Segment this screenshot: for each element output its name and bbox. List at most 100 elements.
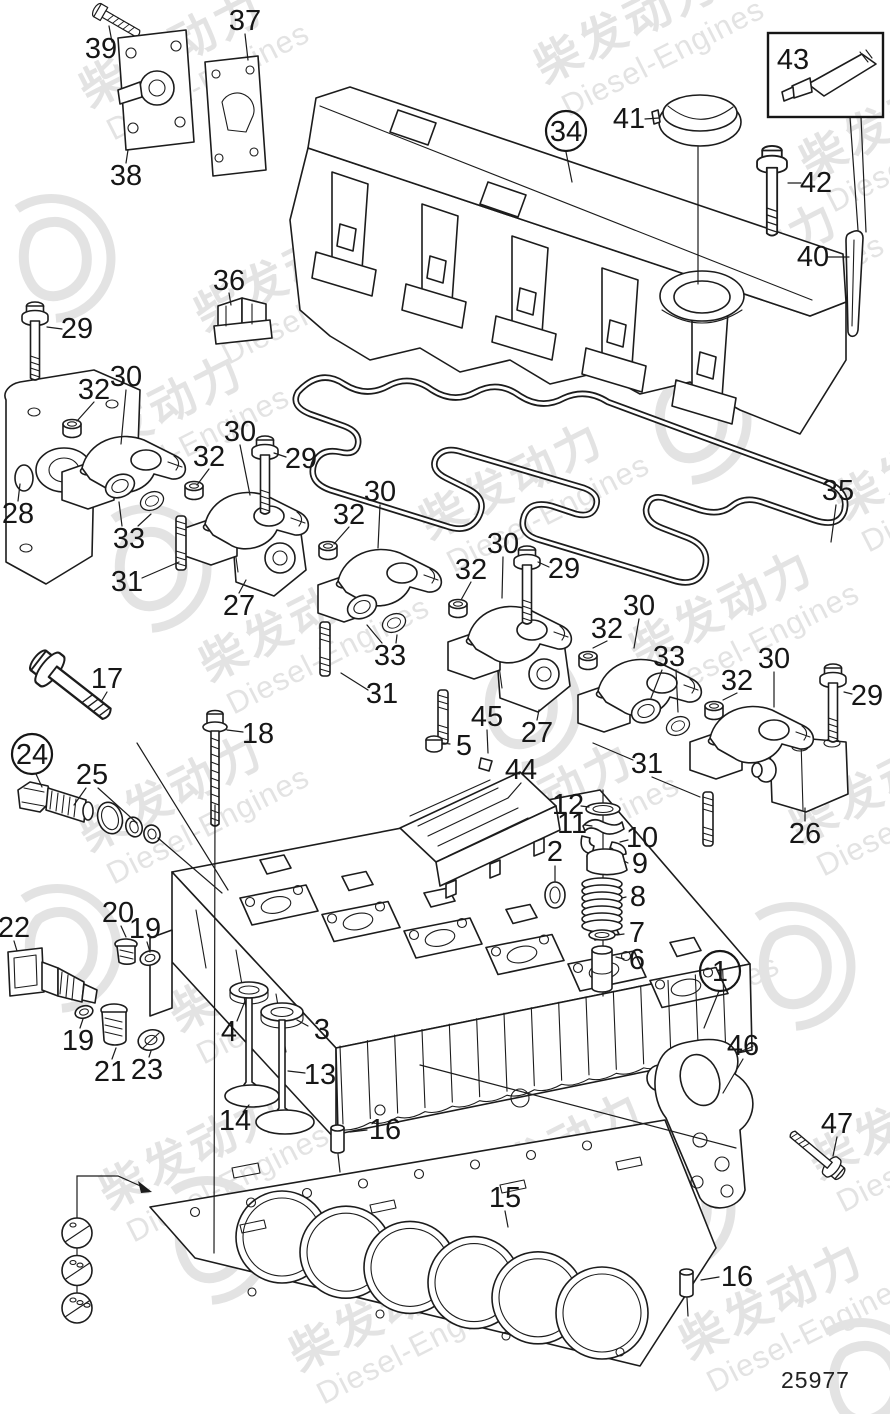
callout-39: 39: [85, 25, 117, 65]
callout-leader: [296, 1019, 309, 1027]
part-adjuster-nut-32: [62, 418, 82, 439]
valve-cover-tower: [401, 203, 467, 329]
callout-16: 16: [700, 1261, 753, 1293]
callout-25: 25: [73, 759, 138, 824]
callout-32: 32: [333, 499, 365, 545]
callout-leader: [118, 501, 123, 527]
callout-number: 19: [129, 913, 161, 945]
thickness-dot: [76, 1300, 84, 1306]
callout-number: 15: [489, 1182, 521, 1214]
part-lock-ring-12: [585, 802, 621, 816]
callout-number: 29: [548, 553, 580, 585]
callout-36: 36: [213, 265, 245, 306]
callout-number: 22: [0, 912, 30, 944]
callout-number: 19: [62, 1025, 94, 1057]
callout-18: 18: [226, 718, 274, 750]
part-washer-11: [582, 818, 625, 835]
callout-32: 32: [591, 613, 623, 649]
watermark-logo-d: [114, 526, 188, 612]
gasket-slot: [369, 1199, 397, 1214]
callout-box: [766, 31, 885, 119]
callout-number: 42: [800, 167, 832, 199]
callout-33: 33: [650, 641, 685, 713]
callout-31: 31: [340, 672, 398, 710]
callout-leader: [830, 504, 837, 543]
callout-number: 4: [221, 1016, 237, 1048]
gasket-bolt-hole: [615, 1347, 625, 1357]
callout-leader: [580, 805, 590, 808]
gasket-bolt-hole: [581, 1140, 593, 1151]
part-dowel-16b: [679, 1268, 694, 1317]
watermark-logo-circle: [754, 902, 856, 1031]
callout-leader: [340, 672, 369, 691]
gasket-bolt-hole: [469, 1159, 481, 1170]
callout-number: 5: [456, 730, 472, 762]
part-plug-21: [100, 1003, 128, 1046]
callout-32: 32: [193, 441, 225, 486]
thickness-mark: [61, 1254, 93, 1294]
callout-number: 25: [76, 759, 108, 791]
callout-leader: [76, 401, 95, 422]
part-adjuster-nut-32: [448, 598, 468, 619]
callout-43: 43: [766, 31, 885, 233]
watermark-logo: [14, 194, 116, 323]
callout-leader: [228, 292, 232, 306]
callout-47: 47: [821, 1108, 853, 1157]
callout-leader: [395, 634, 398, 644]
callout-1: 1: [698, 949, 742, 1029]
callout-number: 30: [487, 528, 519, 560]
head-rib: [503, 1012, 508, 1092]
head-top-pockets: [239, 854, 729, 1009]
part-protection-tray-44: [399, 771, 561, 899]
callout-number: 1: [712, 956, 728, 988]
cylinder-bore-inner: [562, 1273, 642, 1353]
callout-leader: [244, 33, 249, 61]
gasket-bolt-hole: [245, 1197, 257, 1208]
callout-27: 27: [223, 579, 255, 622]
callout-leader: [537, 561, 550, 568]
callout-42: 42: [787, 167, 832, 199]
callout-number: 41: [613, 103, 645, 135]
callout-9: 9: [623, 848, 648, 880]
callout-leader: [35, 773, 43, 788]
callout-number: 9: [632, 848, 648, 880]
part-head-gasket-15: [149, 1119, 717, 1367]
callout-number: 8: [630, 881, 646, 913]
callout-44: 44: [505, 754, 537, 799]
head-valve-pocket: [403, 887, 483, 959]
callout-number: 34: [550, 116, 582, 148]
callout-leader: [843, 691, 853, 695]
callout-leader: [703, 990, 720, 1029]
part-stud-31: [175, 515, 187, 571]
callout-number: 16: [721, 1261, 753, 1293]
callout-leader: [111, 1047, 117, 1060]
head-rib: [339, 1045, 344, 1125]
part-bolt-29: [21, 301, 49, 381]
callout-circle: [698, 949, 742, 993]
callout-29: 29: [537, 553, 580, 585]
head-valve-pocket: [649, 936, 729, 1009]
callout-number: 46: [727, 1030, 759, 1062]
callout-38: 38: [110, 149, 142, 192]
callout-number: 37: [229, 5, 261, 37]
part-adjuster-nut-32: [578, 650, 598, 671]
callout-46: 46: [722, 1030, 759, 1094]
callout-leader: [141, 561, 180, 579]
callout-32: 32: [76, 374, 110, 422]
callout-number: 10: [626, 822, 658, 854]
callout-number: 27: [223, 590, 255, 622]
callout-33: 33: [366, 624, 406, 672]
valve-cover-tower: [671, 299, 737, 425]
callout-19: 19: [62, 1018, 94, 1057]
callout-number: 21: [94, 1056, 126, 1088]
gasket-slot: [239, 1219, 267, 1234]
valve-cover-tower: [491, 235, 557, 361]
callout-number: 14: [219, 1105, 251, 1137]
gasket-bolt-hole: [525, 1149, 537, 1161]
callout-2: 2: [547, 836, 563, 882]
callout-leader: [349, 1129, 368, 1133]
part-washer-19a: [139, 949, 161, 967]
